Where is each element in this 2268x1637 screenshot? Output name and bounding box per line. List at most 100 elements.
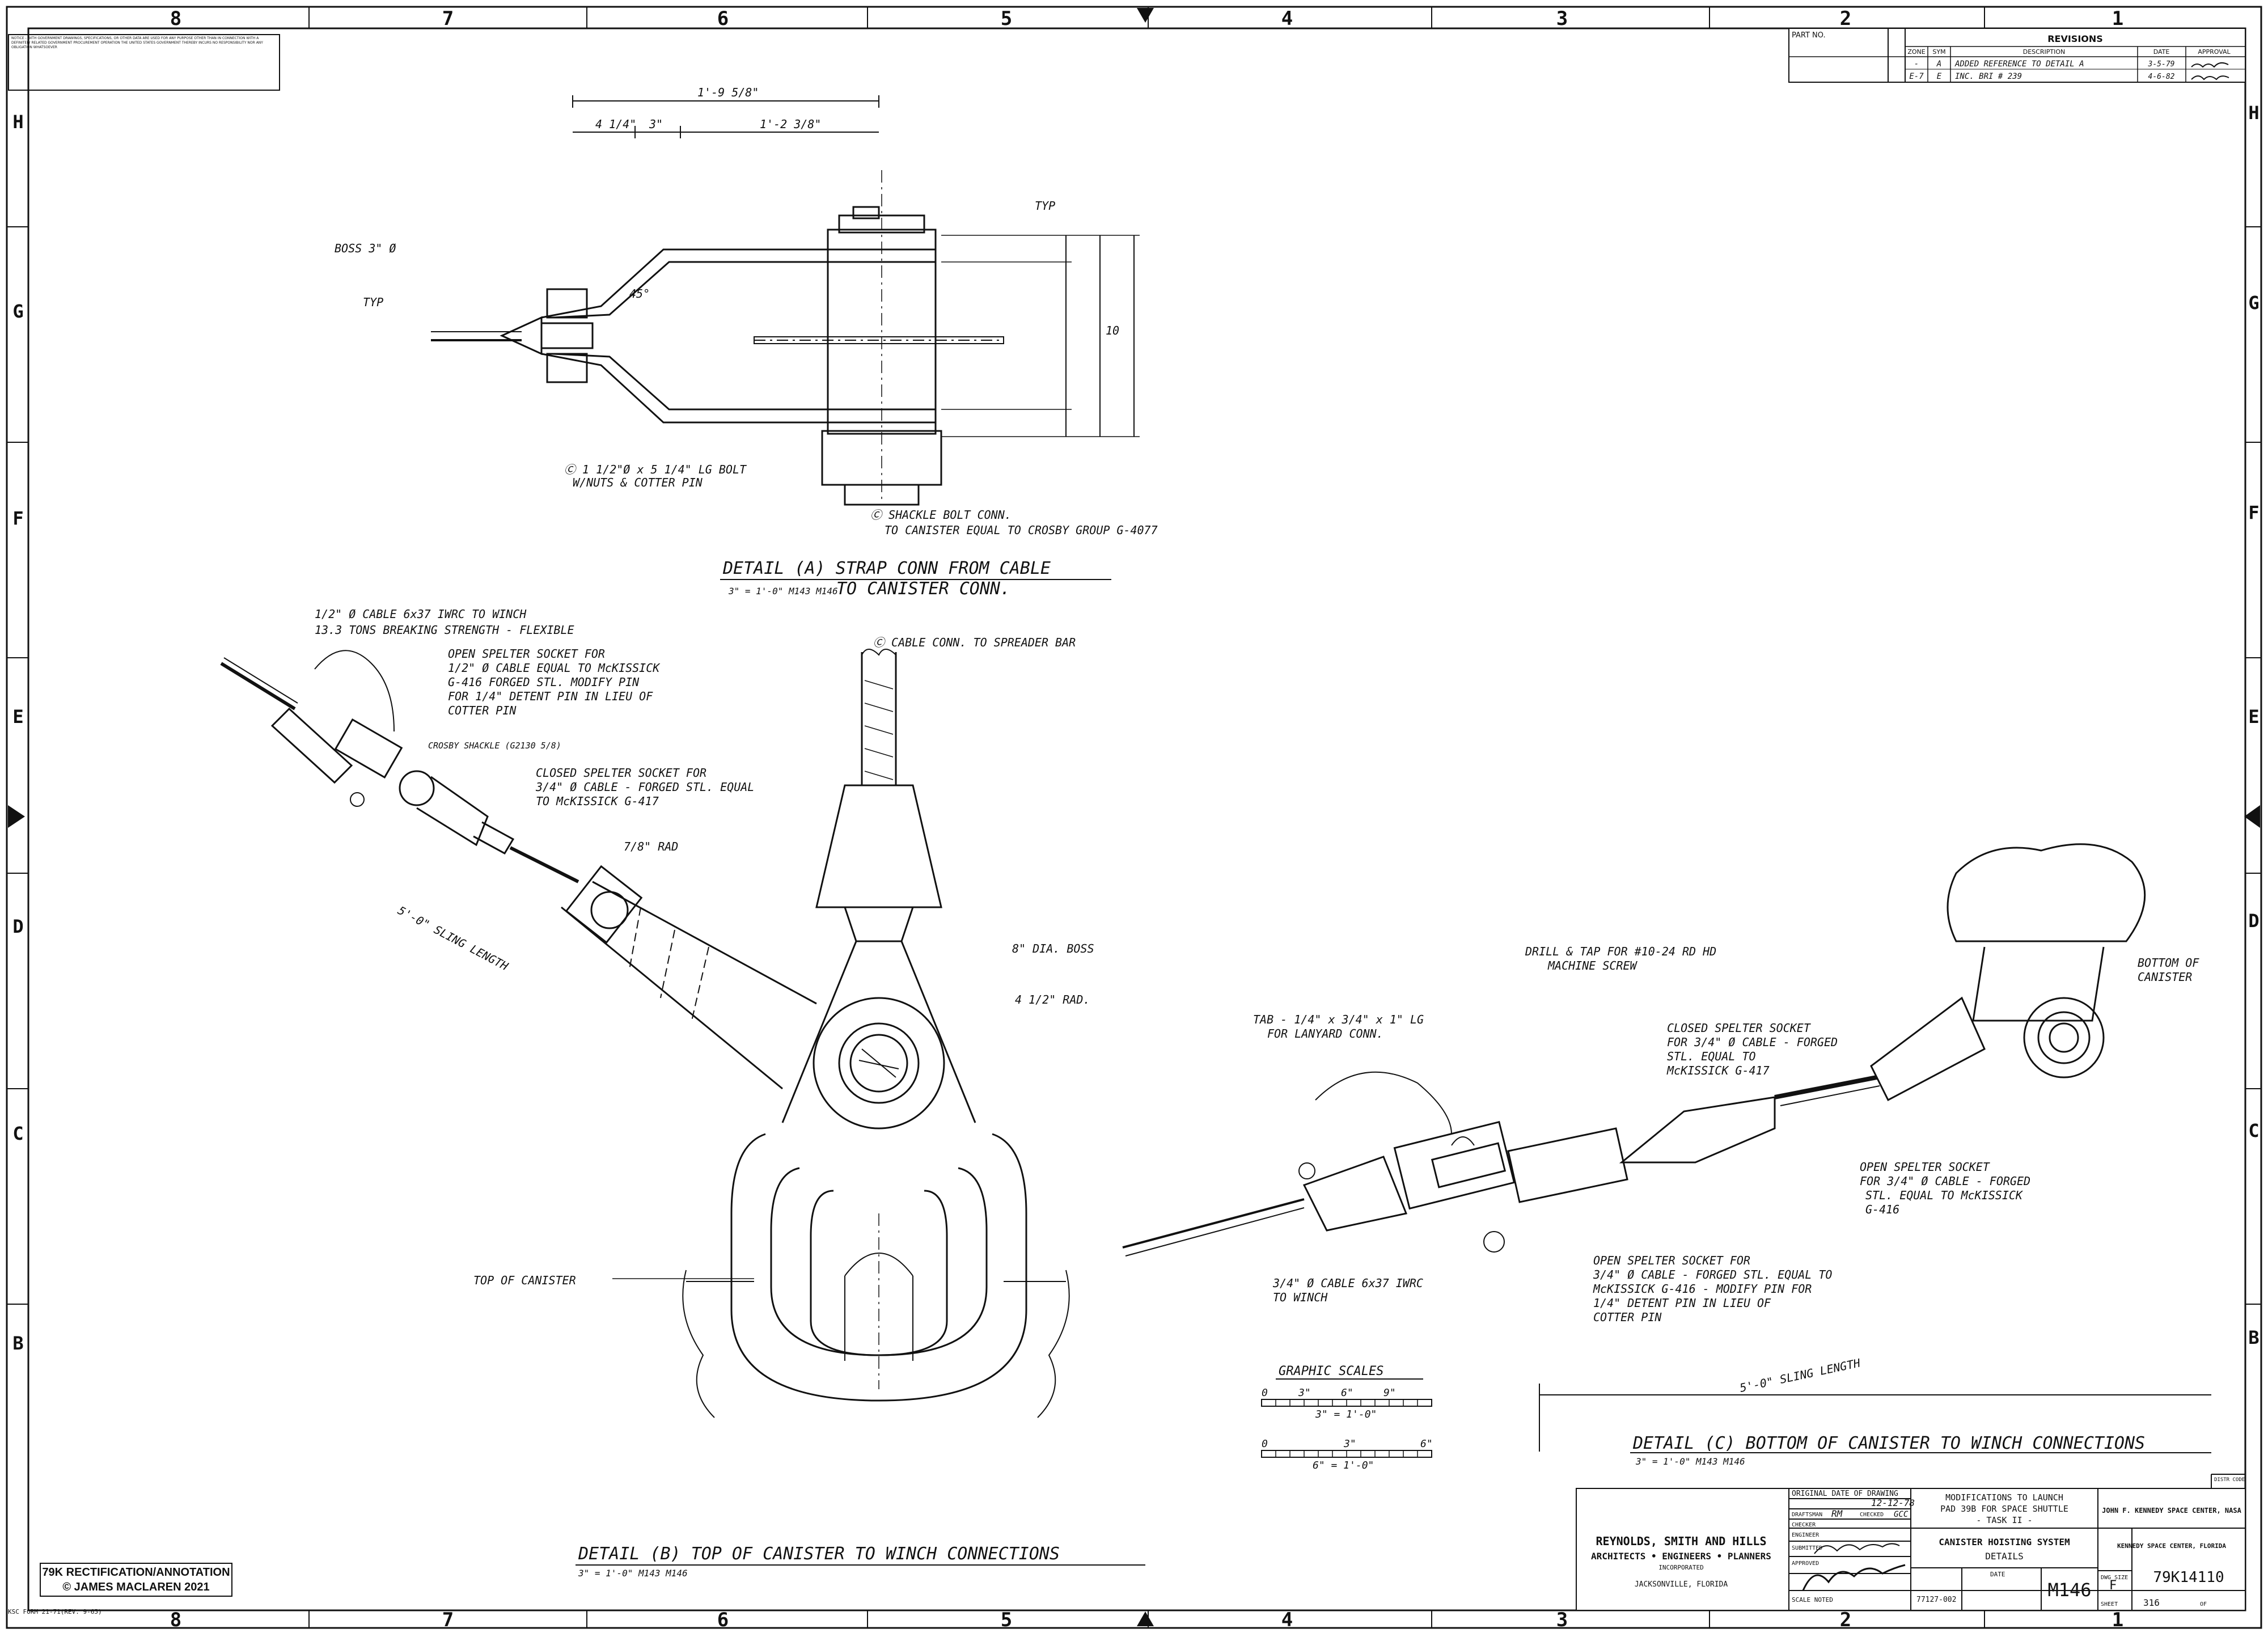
- distr-code-label: DISTR CODE: [2214, 1477, 2245, 1483]
- row-label-left: D: [12, 916, 23, 937]
- center-mark-top: [1137, 8, 1154, 23]
- dim-label: 3": [649, 117, 663, 131]
- closed-socket-note: STL. EQUAL TO: [1667, 1050, 1756, 1063]
- rad-note: 7/8" RAD: [624, 840, 678, 853]
- submitted-label: SUBMITTED: [1792, 1545, 1822, 1551]
- bolt-note: Ⓒ 1 1/2"Ø x 5 1/4" LG BOLT: [564, 463, 747, 476]
- cable-note: 1/2" Ø CABLE 6x37 IWRC TO WINCH: [315, 607, 527, 621]
- approved-signature: [1814, 1543, 1900, 1554]
- detail-b-title: DETAIL (B) TOP OF CANISTER TO WINCH CONN…: [578, 1544, 1060, 1564]
- rev-header: DESCRIPTION: [2023, 48, 2065, 56]
- org1: JOHN F. KENNEDY SPACE CENTER, NASA: [2102, 1507, 2241, 1515]
- revisions-title: REVISIONS: [2047, 33, 2103, 44]
- scale-tick: 6": [1420, 1438, 1433, 1450]
- col-label-top: 8: [170, 7, 181, 30]
- detail-b-scale: 3" = 1'-0" M143 M146: [578, 1568, 688, 1579]
- cable-note: 3/4" Ø CABLE 6x37 IWRC: [1272, 1276, 1423, 1290]
- row-label-right: G: [2248, 292, 2259, 314]
- form-number: KSC FORM 21-71(REV. 9-65): [8, 1608, 102, 1615]
- outer-border: [6, 6, 2262, 1629]
- sling-note: 5'-0" SLING LENGTH: [396, 903, 511, 973]
- rev-row-zone: -: [1914, 60, 1919, 69]
- firm-line: JACKSONVILLE, FLORIDA: [1635, 1580, 1728, 1589]
- org2: KENNEDY SPACE CENTER, FLORIDA: [2117, 1542, 2226, 1550]
- scale-tick: 6": [1341, 1387, 1353, 1399]
- open-socket-note: FOR 3/4" Ø CABLE - FORGED: [1860, 1174, 2030, 1188]
- orig-date: 12-12-78: [1871, 1498, 1915, 1508]
- col-label-top: 7: [442, 7, 454, 30]
- rev-row-desc: INC. BRI # 239: [1955, 72, 2022, 81]
- project-line: PAD 39B FOR SPACE SHUTTLE: [1940, 1504, 2068, 1514]
- col-label-top: 5: [1001, 7, 1012, 30]
- shackle-note: Ⓒ SHACKLE BOLT CONN.: [870, 508, 1012, 522]
- rev-header: ZONE: [1907, 48, 1925, 56]
- top-of-canister: TOP OF CANISTER: [473, 1274, 576, 1287]
- open-socket-note: OPEN SPELTER SOCKET: [1860, 1160, 1991, 1174]
- open-socket-note: STL. EQUAL TO McKISSICK: [1865, 1188, 2024, 1202]
- detail-a-scale: 3" = 1'-0" M143 M146: [728, 586, 838, 597]
- rev-header: APPROVAL: [2198, 48, 2231, 56]
- dim-label: 4 1/4": [595, 117, 636, 131]
- dwg-title: DETAILS: [1985, 1551, 2023, 1562]
- row-label-left: B: [12, 1333, 23, 1354]
- dwg-title: CANISTER HOISTING SYSTEM: [1939, 1537, 2070, 1547]
- of-label: OF: [2200, 1601, 2207, 1608]
- typ-label: TYP: [363, 295, 383, 309]
- row-label-left: E: [12, 706, 23, 727]
- project-line: - TASK II -: [1976, 1515, 2032, 1525]
- size-value: F: [2109, 1579, 2117, 1593]
- checker-label: CHECKER: [1792, 1522, 1816, 1528]
- detail-c-drawing: [1122, 843, 2211, 1452]
- zone-dividers: [7, 7, 2261, 1628]
- approved-signature: [1802, 1564, 1906, 1591]
- dim-label: 10: [1106, 324, 1119, 337]
- col-label-bottom: 4: [1281, 1609, 1293, 1631]
- project-line: MODIFICATIONS TO LAUNCH: [1945, 1492, 2063, 1503]
- open-socket-note: COTTER PIN: [448, 704, 517, 717]
- inner-frame: [27, 27, 2246, 1611]
- scale-tick: 3": [1343, 1438, 1356, 1450]
- firm-line: ARCHITECTS • ENGINEERS • PLANNERS: [1591, 1551, 1771, 1562]
- col-label-bottom: 7: [442, 1609, 454, 1631]
- col-label-top: 3: [1556, 7, 1568, 30]
- col-label-top: 6: [717, 7, 729, 30]
- scale-tick: 9": [1383, 1387, 1396, 1399]
- closed-socket-note: TO McKISSICK G-417: [536, 794, 659, 808]
- draftsman-label: DRAFTSMAN: [1792, 1512, 1822, 1518]
- dwg-number: 79K14110: [2153, 1569, 2224, 1586]
- col-label-bottom: 2: [1840, 1609, 1851, 1631]
- rad-note: 4 1/2" RAD.: [1015, 993, 1090, 1006]
- dim-label: 1'-2 3/8": [760, 117, 821, 131]
- closed-socket-note: McKISSICK G-417: [1666, 1064, 1770, 1077]
- boss-note: 8" DIA. BOSS: [1012, 942, 1094, 955]
- row-label-left: G: [12, 301, 23, 322]
- typ-label: TYP: [1035, 199, 1055, 213]
- firm-line: INCORPORATED: [1658, 1564, 1703, 1571]
- crosby-note: CROSBY SHACKLE (G2130 5/8): [428, 741, 561, 751]
- open-socket-note: COTTER PIN: [1593, 1310, 1662, 1324]
- scale1-label: 3" = 1'-0": [1315, 1408, 1377, 1420]
- angle-label: 45°: [629, 287, 650, 301]
- scale-tick: 0: [1262, 1438, 1268, 1450]
- scale-tick: 0: [1262, 1387, 1268, 1399]
- credit-line: © JAMES MACLAREN 2021: [62, 1581, 210, 1593]
- row-label-left: F: [12, 507, 23, 529]
- row-label-right: E: [2248, 706, 2259, 727]
- size-label: DWG SIZE: [2101, 1575, 2128, 1581]
- row-label-left: H: [12, 111, 23, 133]
- scale-tick: 3": [1298, 1387, 1311, 1399]
- checked: GCC: [1894, 1510, 1909, 1519]
- rev-row-zone: E-7: [1909, 72, 1924, 81]
- sheet-label: SHEET: [2101, 1601, 2118, 1608]
- rev-header: DATE: [2153, 48, 2170, 56]
- scale2-label: 6" = 1'-0": [1313, 1460, 1374, 1471]
- col-label-bottom: 6: [717, 1609, 729, 1631]
- col-label-bottom: 3: [1556, 1609, 1568, 1631]
- open-socket-note: 1/4" DETENT PIN IN LIEU OF: [1593, 1296, 1771, 1310]
- row-label-right: B: [2248, 1327, 2259, 1348]
- shackle-note: TO CANISTER EQUAL TO CROSBY GROUP G-4077: [885, 523, 1158, 537]
- detail-c-title: DETAIL (C) BOTTOM OF CANISTER TO WINCH C…: [1632, 1433, 2145, 1453]
- detail-b-drawing: [220, 649, 1070, 1418]
